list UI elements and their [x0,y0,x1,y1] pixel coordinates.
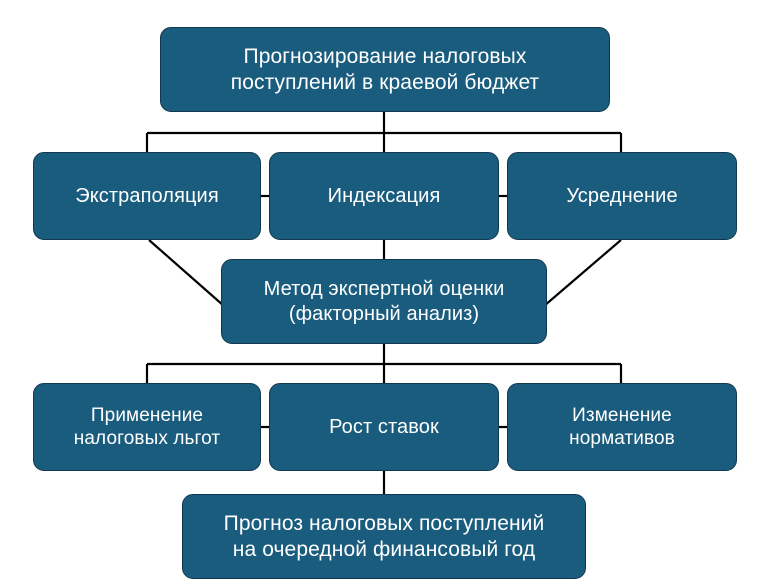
node-forecast-result-label: Прогноз налоговых поступлений на очередн… [223,511,545,561]
node-norms-change-label: Изменение нормативов [569,404,675,449]
node-indexation-label: Индексация [327,184,441,207]
node-expert-method[interactable]: Метод экспертной оценки (факторный анали… [221,259,547,344]
node-averaging[interactable]: Усреднение [507,152,737,240]
node-tax-benefits[interactable]: Применение налоговых льгот [33,383,261,471]
edge-averaging-to-expert [543,239,622,307]
node-extrapolation[interactable]: Экстраполяция [33,152,261,240]
node-extrapolation-label: Экстраполяция [75,184,219,207]
node-tax-benefits-label: Применение налоговых льгот [73,404,221,449]
node-expert-method-label: Метод экспертной оценки (факторный анали… [263,278,505,325]
edge-extrapolation-to-expert [148,239,225,307]
node-rate-growth[interactable]: Рост ставок [269,383,499,471]
node-rate-growth-label: Рост ставок [329,415,439,438]
node-norms-change[interactable]: Изменение нормативов [507,383,737,471]
node-forecast-result[interactable]: Прогноз налоговых поступлений на очередн… [182,494,586,579]
node-averaging-label: Усреднение [566,184,678,207]
node-root[interactable]: Прогнозирование налоговых поступлений в … [160,27,610,112]
node-indexation[interactable]: Индексация [269,152,499,240]
node-root-label: Прогнозирование налоговых поступлений в … [230,44,540,94]
